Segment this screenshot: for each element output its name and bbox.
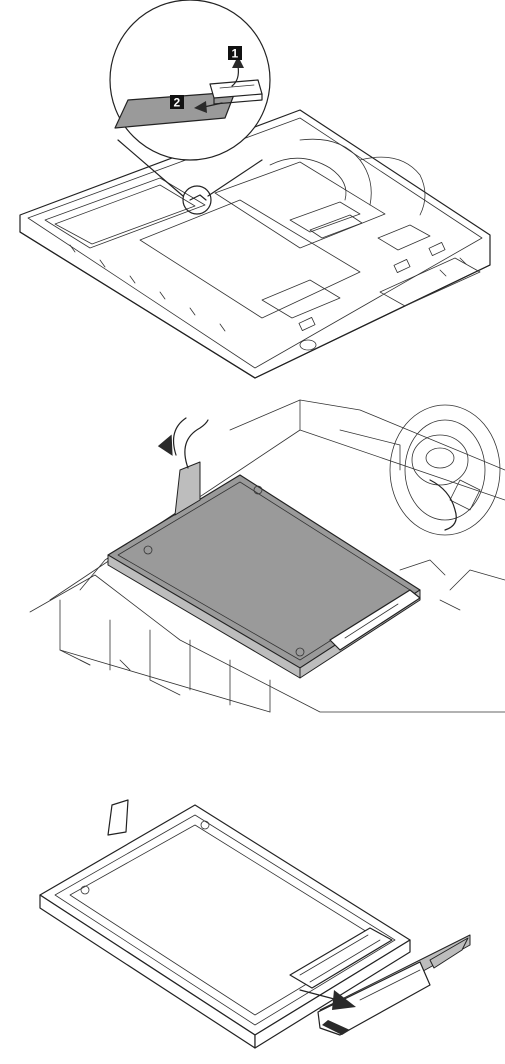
step3-connector-removal (40, 800, 470, 1048)
step1-laptop-base (20, 110, 490, 378)
callout-badge-1: 1 (228, 46, 242, 61)
svg-text:2: 2 (174, 96, 181, 110)
svg-text:1: 1 (232, 47, 239, 61)
curved-arrow-icon (185, 420, 208, 468)
callout-badge-2: 2 (170, 95, 184, 110)
step2-drive-removal (30, 400, 505, 712)
